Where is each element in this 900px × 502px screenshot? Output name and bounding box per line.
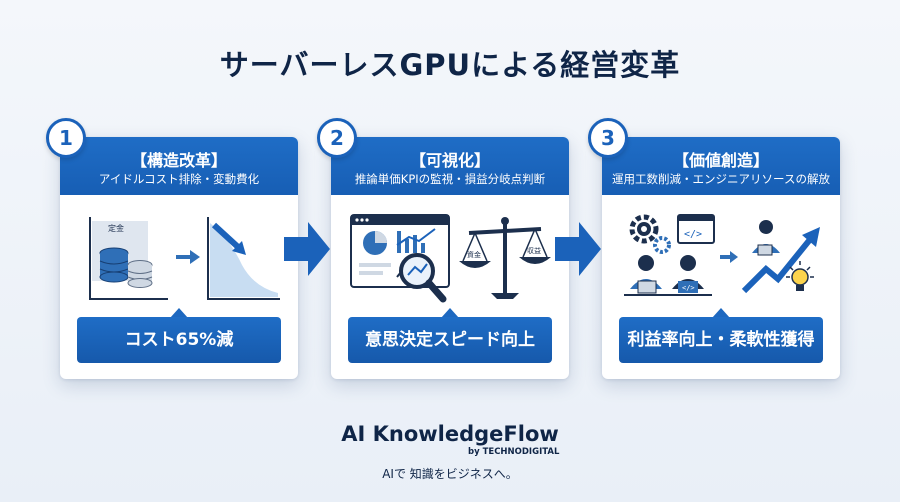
step-number-1: 1 [46,118,86,158]
growth-arrow-icon [741,220,820,294]
brand-tagline: AIで 知識をビジネスへ。 [382,467,518,481]
step-card-2: 【可視化】 推論単価KPIの監視・損益分岐点判断 [331,137,569,379]
step-result-3: 利益率向上・柔軟性獲得 [619,317,823,363]
flow-arrow-2-icon [555,222,601,276]
svg-text:</>: </> [684,229,702,240]
scale-right-label: 収益 [527,246,541,255]
step-header-2: 【可視化】 推論単価KPIの監視・損益分岐点判断 [331,137,569,195]
step-subtitle-3: 運用工数削減・エンジニアリソースの解放 [612,172,830,186]
page-title: サーバーレスGPUによる経営変革 [219,48,681,82]
gear-icon [629,214,671,254]
cost-reduction-illustration: 定金 [89,217,280,300]
balance-scale-icon: 資金 収益 [459,217,551,299]
step-number-2: 2 [317,118,357,158]
brand-byline: by TECHNODIGITAL [468,447,560,457]
step-card-3: 【価値創造】 運用工数削減・エンジニアリソースの解放 </> </> [602,137,840,379]
flow-arrow-1-icon [284,222,330,276]
step-title-1: 【構造改革】 [130,151,227,170]
step-result-1: コスト65%減 [77,317,281,363]
step-header-1: 【構造改革】 アイドルコスト排除・変動費化 [60,137,298,195]
step-card-1: 【構造改革】 アイドルコスト排除・変動費化 定金 コスト65%減 [60,137,298,379]
step-subtitle-1: アイドルコスト排除・変動費化 [98,172,260,186]
magnifier-icon [399,253,447,303]
engineer-icon: </> [624,255,712,296]
step-number-3: 3 [588,118,628,158]
fixed-cost-label: 定金 [108,223,124,233]
coin-stack-icon [99,247,153,288]
lightbulb-icon [786,261,814,291]
code-window-icon: </> [677,214,715,244]
step-title-2: 【可視化】 [409,151,490,170]
brand-name: AI KnowledgeFlow [341,422,559,446]
step-title-3: 【価値創造】 [672,151,769,170]
svg-text:</>: </> [682,284,695,292]
scale-left-label: 資金 [467,250,481,259]
declining-chart-icon [207,217,280,300]
step-subtitle-2: 推論単価KPIの監視・損益分岐点判断 [354,172,546,186]
step-header-3: 【価値創造】 運用工数削減・エンジニアリソースの解放 [602,137,840,195]
kpi-monitoring-illustration: 資金 収益 [350,214,551,303]
step-result-2: 意思決定スピード向上 [348,317,552,363]
value-creation-illustration: </> </> [624,214,820,296]
